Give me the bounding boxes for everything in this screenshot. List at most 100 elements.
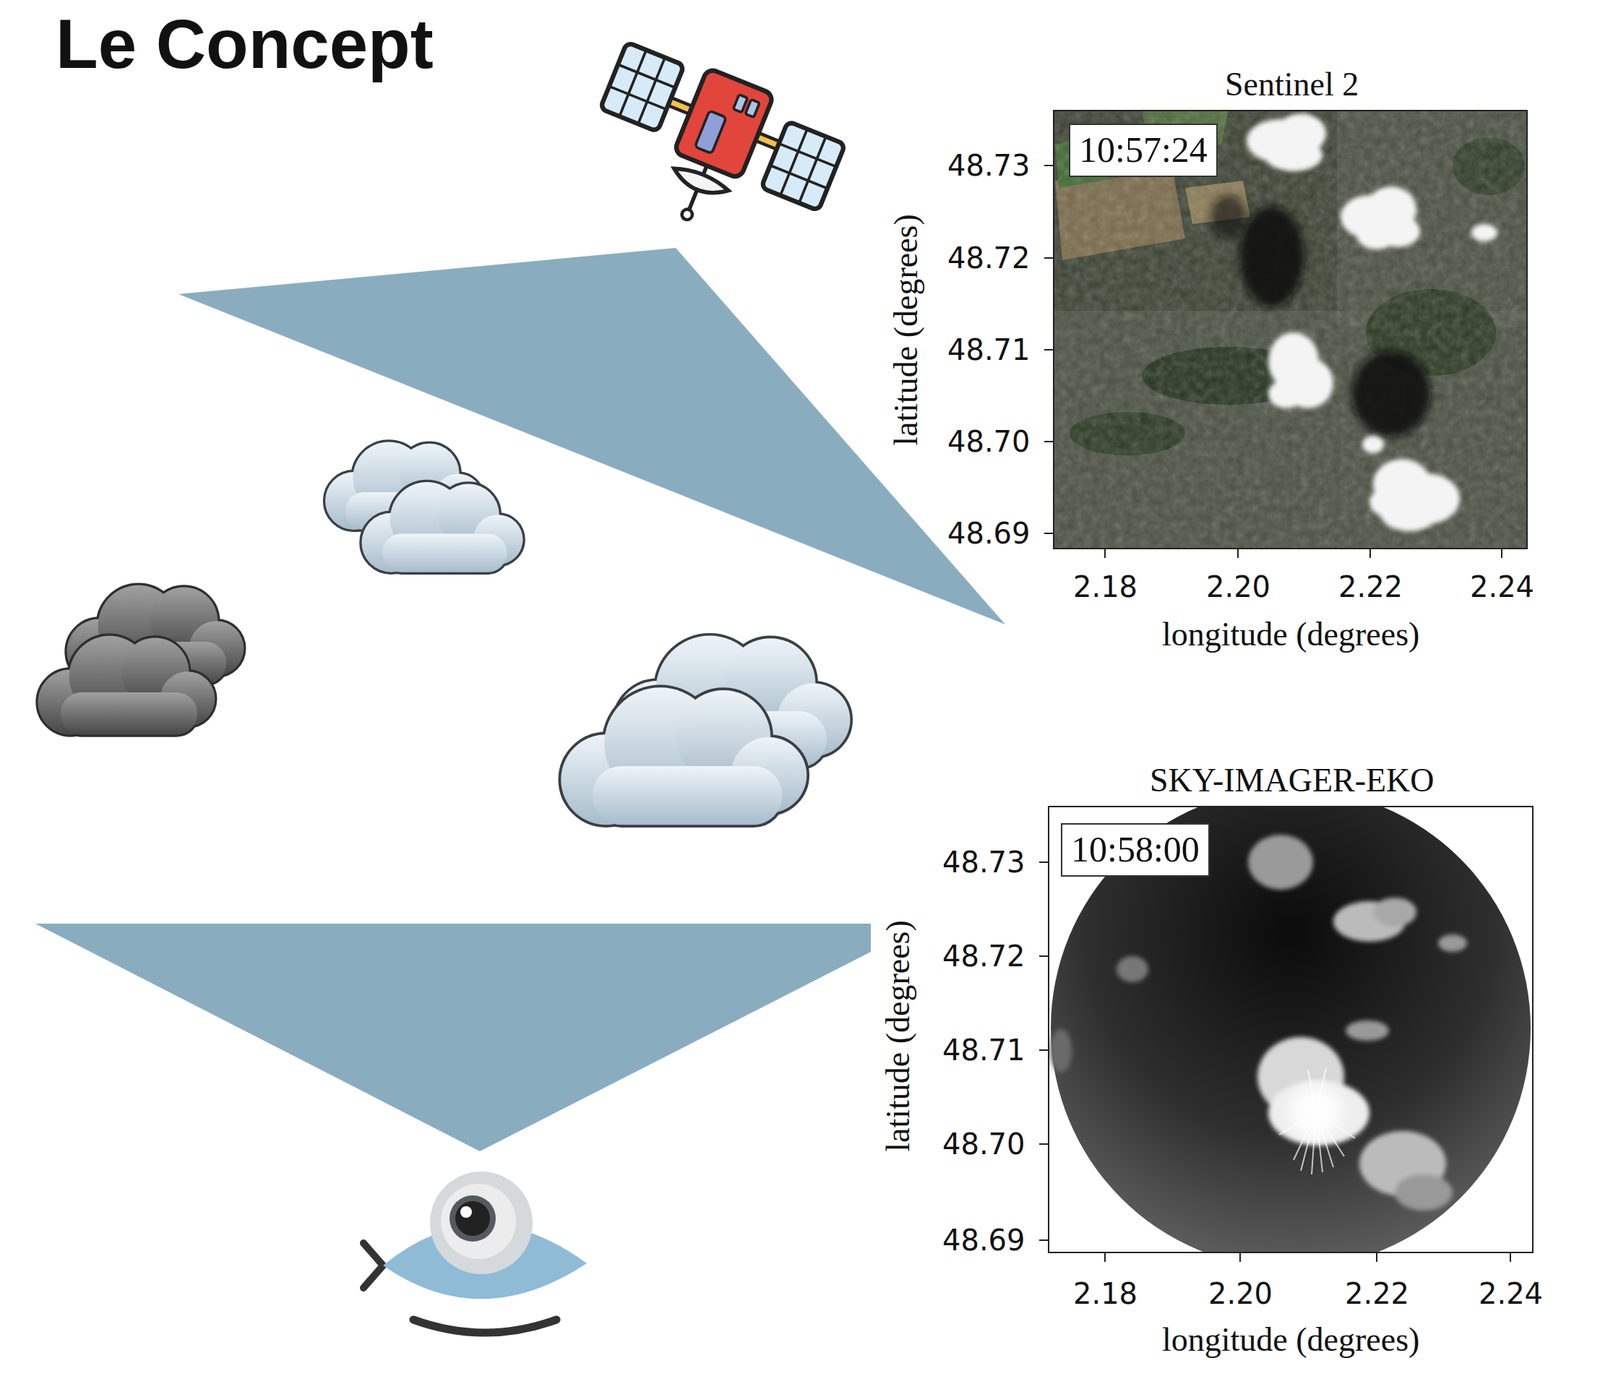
cloud-icon [560, 635, 850, 826]
satellite-image [1356, 220, 1397, 250]
satellite-view-beam [178, 247, 1006, 625]
sky-imager-image [1047, 805, 1534, 1254]
axis-tick [1044, 349, 1053, 351]
sky-imager-image [1315, 1112, 1345, 1157]
dark-cloud-icon [38, 585, 245, 735]
satellite-image [1268, 379, 1305, 409]
plot-frame: SKY-IMAGER-EKO10:58:00 [1047, 805, 1534, 1254]
axis-tick [1237, 549, 1239, 558]
tick-label: 48.69 [947, 516, 1031, 550]
satellite-icon [770, 165, 828, 189]
fisheye-camera-icon [449, 1195, 496, 1242]
timestamp-text: 10:58:00 [1071, 828, 1200, 871]
camera-view-beam [35, 923, 871, 1152]
axis-tick [1039, 955, 1048, 957]
sky-imager-image [1116, 956, 1149, 983]
satellite-icon [680, 207, 694, 222]
satellite-image [1052, 109, 1528, 550]
satellite-image [1052, 109, 1528, 550]
axis-tick [1239, 1253, 1241, 1262]
tick-label: 48.72 [942, 939, 1026, 973]
sky-imager-image [1050, 805, 1531, 1254]
axis-tick [1044, 164, 1053, 167]
axis-tick [1500, 549, 1503, 558]
plot-title: Sentinel 2 [1224, 65, 1359, 105]
satellite-image [1362, 435, 1384, 454]
axis-tick [1039, 1143, 1048, 1145]
axis-tick [1104, 1253, 1106, 1262]
satellite-image [1246, 113, 1498, 532]
sky-imager-image [1373, 897, 1417, 927]
satellite-image [1239, 205, 1305, 308]
fisheye-camera-icon [363, 1171, 587, 1333]
sky-imager-image [1308, 1069, 1316, 1113]
axis-label: latitude (degrees) [879, 919, 918, 1152]
sky-imager-image [1394, 1174, 1453, 1211]
satellite-icon [619, 49, 647, 117]
timestamp-box: 10:58:00 [1060, 823, 1210, 877]
dark-cloud-icon [38, 635, 216, 735]
timestamp-text: 10:57:24 [1078, 129, 1208, 172]
plot-title: SKY-IMAGER-EKO [1149, 761, 1435, 800]
satellite-image [1210, 195, 1247, 239]
fisheye-camera-icon [429, 1171, 533, 1275]
satellite-icon [780, 129, 808, 196]
page-title: Le Concept [55, 5, 434, 83]
sky-imager-image [1315, 1112, 1334, 1168]
satellite-icon [694, 110, 727, 154]
tick-label: 2.24 [1478, 1276, 1543, 1311]
axis-tick [1375, 1253, 1378, 1262]
axis-tick [1104, 549, 1106, 558]
dark-cloud-icon [38, 635, 216, 735]
satellite-image [1052, 109, 1528, 550]
tick-label: 48.73 [947, 148, 1031, 183]
axis-tick [1039, 165, 1511, 1262]
fisheye-camera-icon [363, 1242, 384, 1288]
sky-imager-image [1248, 834, 1314, 890]
fisheye-camera-icon [455, 1201, 490, 1236]
axis-tick [1044, 532, 1053, 535]
tick-label: 2.20 [1206, 570, 1271, 604]
tick-label: 2.20 [1208, 1276, 1273, 1311]
tick-label: 2.24 [1469, 570, 1535, 604]
satellite-icon [673, 67, 774, 180]
fisheye-camera-icon [460, 1206, 472, 1218]
sky-imager-image [1050, 834, 1468, 1211]
fisheye-camera-icon [413, 1319, 557, 1333]
plot-frame: Sentinel 210:57:24 [1052, 109, 1528, 550]
axis-tick [1509, 1253, 1512, 1262]
sky-imager-image [1279, 1112, 1316, 1135]
sky-imager-image [1050, 1029, 1072, 1073]
axis-label: longitude (degrees) [1162, 1321, 1420, 1360]
cloud-icon [362, 482, 524, 573]
tick-label: 48.70 [947, 424, 1031, 459]
tick-label: 48.70 [942, 1127, 1026, 1161]
satellite-image [1471, 224, 1498, 242]
satellite-icon [617, 64, 675, 88]
axis-label: longitude (degrees) [1162, 615, 1420, 655]
tick-label: 48.72 [947, 241, 1031, 275]
sky-imager-image [1315, 1112, 1356, 1139]
satellite-icon [609, 85, 667, 110]
sky-imager-image [1345, 1020, 1389, 1041]
cloud-icon [560, 687, 807, 825]
cloud-icon [325, 441, 524, 572]
satellite-icon [638, 57, 665, 125]
sky-imager-image [1438, 934, 1468, 952]
tick-label: 2.22 [1344, 1276, 1410, 1311]
satellite-icon [573, 36, 853, 265]
satellite-icon [599, 41, 684, 132]
tick-label: 2.18 [1073, 1276, 1138, 1311]
tick-label: 48.73 [942, 845, 1026, 879]
axis-tick [1039, 1049, 1048, 1051]
axis-tick [1039, 861, 1048, 863]
sky-imager-image [1279, 1068, 1356, 1175]
sky-imager-image [1315, 1068, 1327, 1113]
cloud-icon [362, 482, 524, 573]
tick-label: 2.18 [1073, 570, 1138, 604]
axis-tick [1039, 1239, 1048, 1241]
satellite-icon [779, 143, 837, 167]
tick-label: 48.69 [942, 1223, 1026, 1257]
